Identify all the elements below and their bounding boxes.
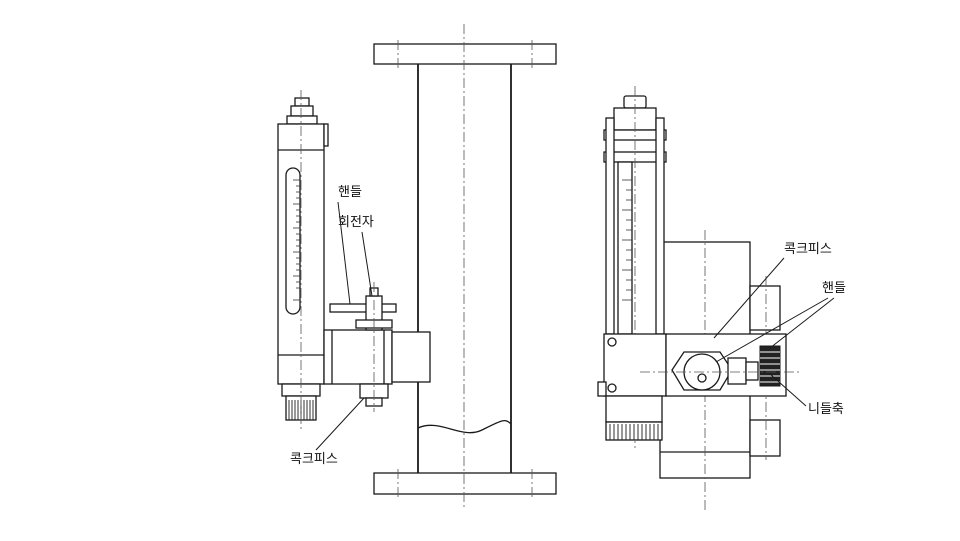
label-right-handle: 핸들 — [822, 280, 846, 296]
right-scale-ticks — [622, 179, 632, 301]
label-right-cock-piece: 콕크피스 — [784, 242, 832, 257]
label-left-rotor: 회전자 — [338, 215, 374, 230]
right-needle-shaft-collar — [727, 357, 747, 385]
left-leaders — [315, 201, 373, 451]
top-nut — [294, 97, 310, 107]
glass-tube — [285, 167, 301, 315]
bottom-flange — [373, 472, 557, 495]
scale-ticks — [293, 179, 300, 301]
cock-body — [323, 329, 393, 385]
right-gauge-glass — [617, 161, 633, 335]
right-leaders — [713, 257, 835, 407]
top-flange — [373, 43, 557, 65]
label-left-handle: 핸들 — [338, 184, 362, 200]
right-view — [597, 86, 800, 510]
label-right-needle-shaft: 니들축 — [808, 402, 844, 417]
left-view — [277, 90, 431, 430]
handle-bar — [329, 303, 397, 313]
main-pipe — [373, 24, 557, 510]
label-left-cock-piece: 콕크피스 — [290, 452, 338, 467]
